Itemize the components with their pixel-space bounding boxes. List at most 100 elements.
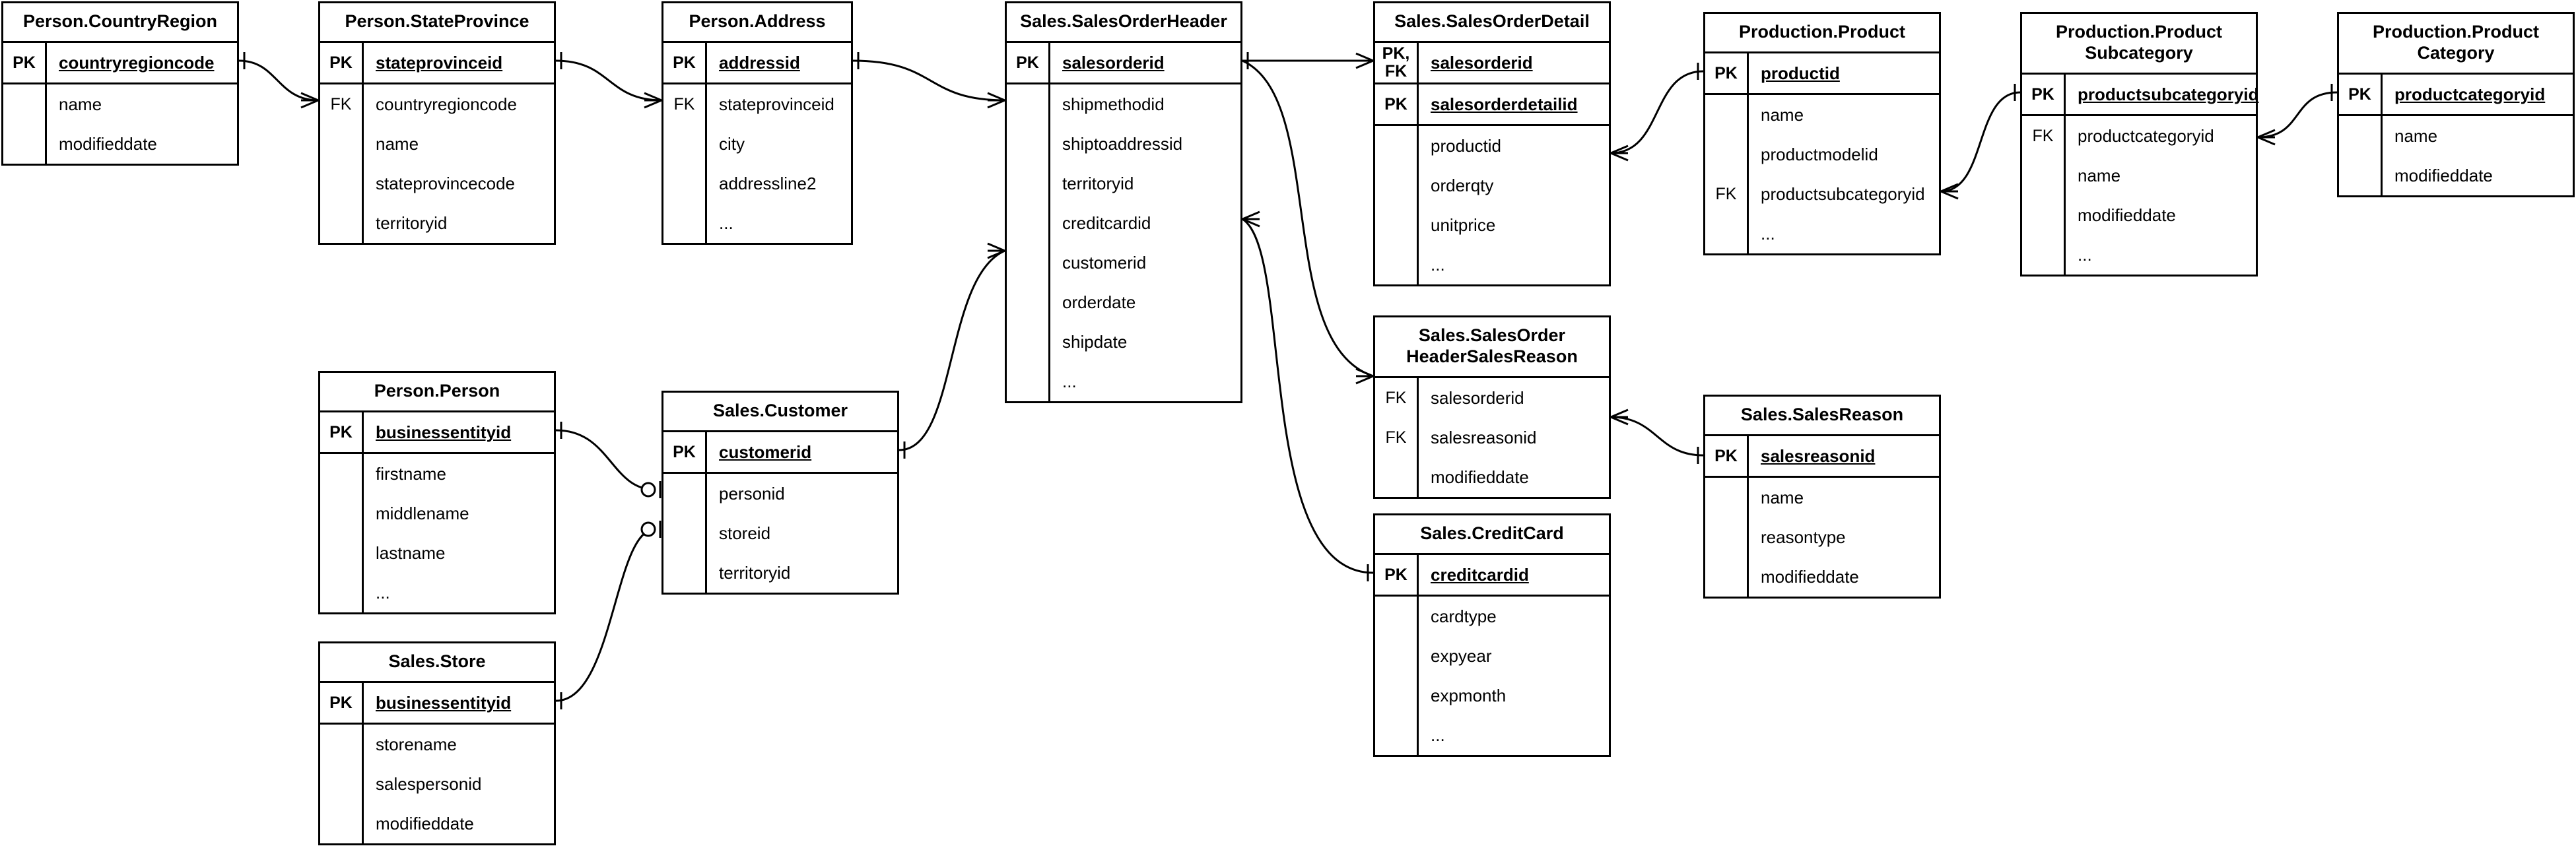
attribute-row[interactable]: name	[2022, 156, 2256, 195]
attribute-name: addressline2	[719, 174, 817, 193]
attribute-row[interactable]: unitprice	[1375, 205, 1609, 245]
attribute-row[interactable]: name	[1705, 95, 1939, 135]
attribute-row[interactable]: ...	[1375, 245, 1609, 284]
attribute-row[interactable]: modifieddate	[1375, 457, 1609, 497]
attribute-row[interactable]: orderdate	[1007, 282, 1240, 322]
attribute-row[interactable]: addressline2	[663, 164, 851, 203]
attribute-name: businessentityid	[376, 422, 512, 442]
attribute-row[interactable]: name	[320, 124, 554, 164]
attribute-row[interactable]: productmodelid	[1705, 135, 1939, 174]
attribute-row[interactable]: middlename	[320, 494, 554, 533]
attribute-row[interactable]: creditcardid	[1007, 203, 1240, 243]
attribute-name: territoryid	[719, 563, 791, 583]
attribute-row[interactable]: name	[3, 84, 237, 124]
attribute-row[interactable]: cardtype	[1375, 597, 1609, 636]
attribute-key-label	[3, 84, 47, 124]
attribute-row[interactable]: firstname	[320, 454, 554, 494]
attribute-row[interactable]: orderqty	[1375, 166, 1609, 205]
attribute-name: territoryid	[1062, 174, 1134, 193]
attribute-key-label	[2022, 235, 2066, 275]
attribute-row[interactable]: ...	[1007, 362, 1240, 401]
attribute-row[interactable]: lastname	[320, 533, 554, 573]
attribute-row[interactable]: ...	[663, 203, 851, 243]
attribute-name: modifieddate	[59, 134, 157, 154]
attribute-row[interactable]: city	[663, 124, 851, 164]
attribute-key-label	[1375, 676, 1419, 715]
attribute-row[interactable]: shipdate	[1007, 322, 1240, 362]
attribute-row[interactable]: territoryid	[663, 553, 897, 593]
attribute-row[interactable]: territoryid	[1007, 164, 1240, 203]
attribute-name: countryregioncode	[376, 94, 517, 114]
attribute-key-label	[320, 124, 364, 164]
attribute-row[interactable]: shiptoaddressid	[1007, 124, 1240, 164]
attribute-row[interactable]: shipmethodid	[1007, 84, 1240, 124]
attribute-key-label	[1007, 203, 1050, 243]
attribute-row[interactable]: modifieddate	[2339, 156, 2573, 195]
attribute-row[interactable]: modifieddate	[320, 804, 554, 843]
attribute-row[interactable]: productid	[1375, 126, 1609, 166]
attribute-row[interactable]: storename	[320, 725, 554, 764]
attribute-row[interactable]: expmonth	[1375, 676, 1609, 715]
attribute-row[interactable]: modifieddate	[2022, 195, 2256, 235]
attribute-row[interactable]: name	[2339, 116, 2573, 156]
attribute-row[interactable]: ...	[1705, 214, 1939, 253]
attribute-name: ...	[2078, 245, 2092, 265]
attribute-row[interactable]: customerid	[1007, 243, 1240, 282]
attribute-row[interactable]: modifieddate	[3, 124, 237, 164]
attribute-row[interactable]: salespersonid	[320, 764, 554, 804]
attribute-row[interactable]: ...	[2022, 235, 2256, 275]
attribute-row[interactable]: name	[1705, 478, 1939, 517]
attribute-name: stateprovinceid	[719, 94, 834, 114]
attribute-key-label: PK	[2339, 75, 2383, 114]
attribute-row[interactable]: territoryid	[320, 203, 554, 243]
attribute-row[interactable]: ...	[320, 573, 554, 612]
attribute-row[interactable]: ...	[1375, 715, 1609, 755]
attribute-row[interactable]: storeid	[663, 513, 897, 553]
attribute-name: productsubcategoryid	[2078, 84, 2259, 104]
attribute-row[interactable]: stateprovincecode	[320, 164, 554, 203]
attribute-row[interactable]: expyear	[1375, 636, 1609, 676]
attribute-row[interactable]: modifieddate	[1705, 557, 1939, 597]
attribute-row[interactable]: reasontype	[1705, 517, 1939, 557]
attribute-row[interactable]: personid	[663, 474, 897, 513]
